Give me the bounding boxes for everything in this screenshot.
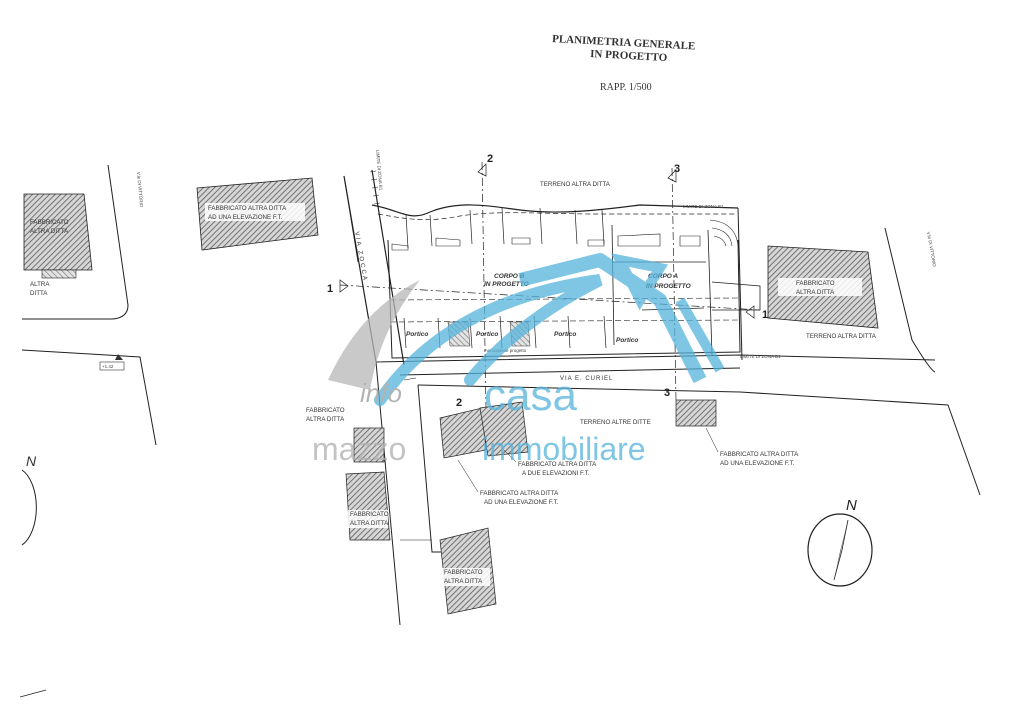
building-right-una-l1: FABBRICATO ALTRA DITTA: [720, 451, 799, 458]
section-3-top: 3: [674, 163, 680, 175]
building-top-left-under-2: DITTA: [30, 290, 48, 297]
watermark-immobiliare: immobiliare: [482, 431, 646, 467]
building-due-l2: A DUE ELEVAZIONI F.T.: [522, 470, 590, 477]
north-compass: N: [807, 497, 873, 587]
section-3-bottom: 3: [664, 387, 670, 399]
crop-mark: [19, 689, 47, 698]
plan-subtitle: IN PROGETTO: [590, 48, 668, 64]
section-1-left: 1: [327, 283, 333, 295]
right-area: V.le DI VITTORIO FABBRICATO ALTRA DITTA …: [767, 227, 937, 373]
compass-left: N: [21, 453, 37, 546]
limite-zona-left: LIMITE DI ZONA B1: [375, 150, 384, 191]
north-arrow-small-icon: [115, 354, 123, 360]
section-2-bottom: 2: [456, 397, 462, 409]
limite-zona-right: LIMITE DI ZONA B1: [740, 354, 781, 359]
terreno-top-label: TERRENO ALTRA DITTA: [540, 181, 611, 188]
corpo-b-l2: IN PROGETTO: [484, 281, 529, 288]
terreno-right-1: TERRENO ALTRA DITTA: [806, 333, 877, 340]
elevation-marker: [99, 361, 125, 371]
watermark-casa: casa: [484, 371, 577, 420]
building-due-l1: FABBRICATO ALTRA DITTA: [518, 461, 597, 468]
compass-left-n: N: [26, 453, 37, 469]
elevation-quota: +1.42: [102, 364, 114, 369]
building-top-left-l2: ALTRA DITTA: [30, 228, 69, 235]
portico-3: Portico: [554, 331, 576, 338]
building-top-center-l1: FABBRICATO ALTRA DITTA: [208, 205, 287, 212]
building-right-una-l2: AD UNA ELEVAZIONE F.T.: [720, 460, 795, 467]
terreno-bottom-l1: TERRENO ALTRE DITTE: [580, 419, 651, 426]
building-left-mid-l2: ALTRA DITTA: [306, 416, 345, 423]
watermark-swoosh-icon: [328, 280, 420, 390]
via-vittorio-left-label: V.le DI VITTORIO: [136, 172, 144, 208]
building-left-mid-l1: FABBRICATO: [306, 407, 345, 414]
via-zocca-label: VIA ZOCCA: [353, 231, 369, 282]
watermark-mazzo: mazzo: [312, 431, 406, 467]
building-una-l1: FABBRICATO ALTRA DITTA: [480, 490, 559, 497]
watermark-logo: info casa mazzo immobiliare: [312, 253, 725, 467]
buildings-south: FABBRICATO ALTRA DITTA FABBRICATO ALTRA …: [306, 399, 799, 615]
via-vittorio-right-label: V.le DI VITTORIO: [926, 231, 937, 267]
portico-2: Portico: [476, 331, 498, 338]
corpo-a-l1: CORPO A: [648, 273, 678, 280]
building-top-center: FABBRICATO ALTRA DITTA AD UNA ELEVAZIONE…: [196, 177, 319, 251]
portico-4: Portico: [616, 337, 638, 344]
building-bottom-l2: ALTRA DITTA: [444, 578, 483, 585]
building-top-center-l2: AD UNA ELEVAZIONE F.T.: [208, 214, 283, 221]
corpo-b-l1: CORPO B: [494, 273, 525, 280]
building-top-left: FABBRICATO ALTRA DITTA ALTRA DITTA: [23, 193, 93, 297]
title-block: PLANIMETRIA GENERALE IN PROGETTO RAPP. 1…: [552, 33, 696, 93]
north-label: N: [846, 497, 857, 514]
watermark-info: info: [360, 378, 402, 408]
section-1-right: 1: [762, 309, 768, 321]
plan-scale: RAPP. 1/500: [600, 82, 652, 93]
section-2-top: 2: [487, 153, 493, 165]
building-left-low-l1: FABBRICATO: [350, 511, 389, 518]
left-road: V.le DI VITTORIO +1.42: [21, 164, 157, 446]
building-left-low-l2: ALTRA DITTA: [350, 520, 389, 527]
limite-zona-top: LIMITE DI ZONA B1: [683, 204, 724, 209]
via-curiel-label: VIA E. CURIEL: [560, 376, 613, 382]
building-top-left-under-1: ALTRA: [30, 281, 50, 288]
building-bottom-l1: FABBRICATO: [444, 569, 483, 576]
building-top-left-l1: FABBRICATO: [30, 219, 69, 226]
building-right-l1: FABBRICATO: [796, 280, 835, 287]
corpo-a-l2: IN PROGETTO: [646, 283, 691, 290]
portico-1: Portico: [406, 331, 428, 338]
building-una-l2: AD UNA ELEVAZIONE F.T.: [484, 499, 559, 506]
building-right-l2: ALTRA DITTA: [796, 289, 835, 296]
